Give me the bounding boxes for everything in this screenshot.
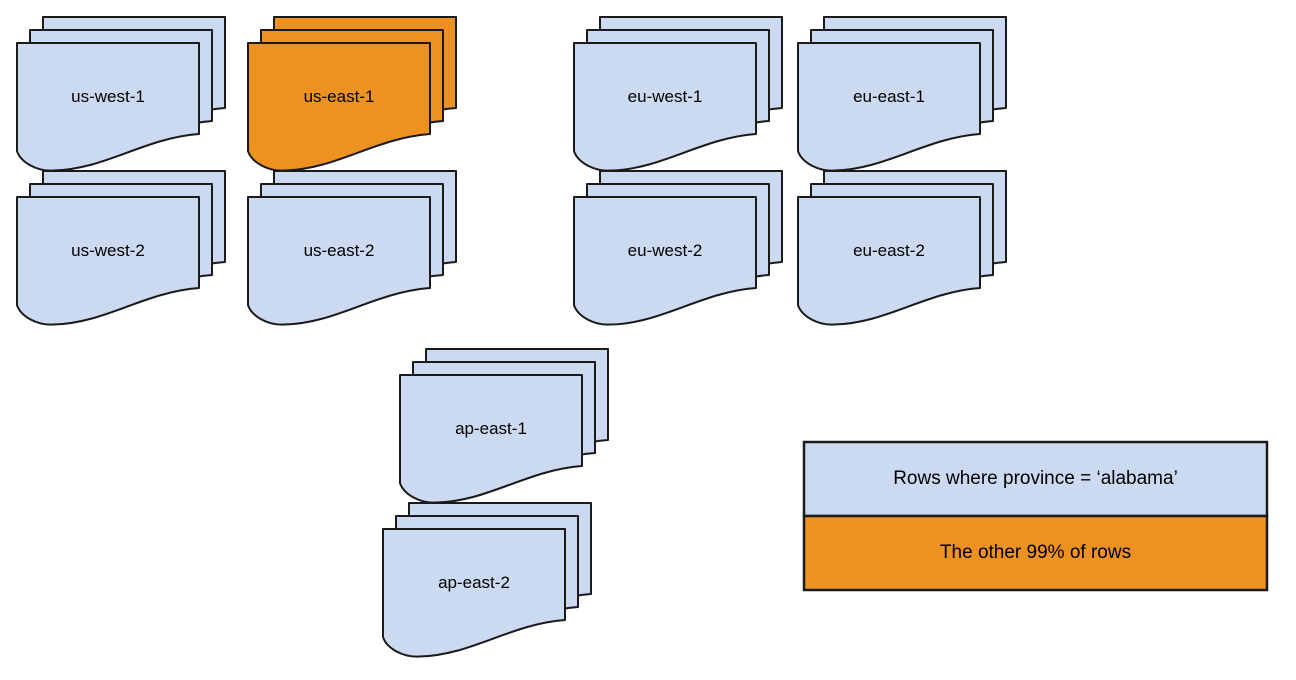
legend-row-other: The other 99% of rows bbox=[802, 514, 1269, 592]
stack-label-eu-west-2: eu-west-2 bbox=[628, 241, 703, 260]
document-stack-eu-west-2[interactable]: eu-west-2 bbox=[573, 170, 783, 326]
stack-label-us-west-2: us-west-2 bbox=[71, 241, 145, 260]
document-stack-us-east-2[interactable]: us-east-2 bbox=[247, 170, 457, 326]
stack-sheet-front bbox=[16, 42, 200, 172]
document-stack-us-west-2[interactable]: us-west-2 bbox=[16, 170, 226, 326]
stack-label-eu-east-1: eu-east-1 bbox=[853, 87, 925, 106]
legend-row-alabama: Rows where province = ‘alabama’ bbox=[802, 440, 1269, 518]
stack-label-ap-east-2: ap-east-2 bbox=[438, 573, 510, 592]
document-stack-us-east-1[interactable]: us-east-1 bbox=[247, 16, 457, 172]
document-stacks-group: us-west-1 us-east-1 eu-west-1 eu-east-1 us-w… bbox=[16, 16, 1007, 658]
legend-swatch bbox=[802, 440, 1269, 518]
document-stack-eu-east-2[interactable]: eu-east-2 bbox=[797, 170, 1007, 326]
stack-label-ap-east-1: ap-east-1 bbox=[455, 419, 527, 438]
stack-sheet-front bbox=[573, 196, 757, 326]
document-stack-eu-west-1[interactable]: eu-west-1 bbox=[573, 16, 783, 172]
stack-label-us-east-1: us-east-1 bbox=[304, 87, 375, 106]
stack-sheet-front bbox=[797, 196, 981, 326]
legend-group: Rows where province = ‘alabama’ The other… bbox=[802, 440, 1269, 592]
legend-label: Rows where province = ‘alabama’ bbox=[893, 468, 1178, 489]
document-stack-ap-east-2[interactable]: ap-east-2 bbox=[382, 502, 592, 658]
stack-sheet-front bbox=[399, 374, 583, 504]
document-stack-ap-east-1[interactable]: ap-east-1 bbox=[399, 348, 609, 504]
document-stack-eu-east-1[interactable]: eu-east-1 bbox=[797, 16, 1007, 172]
document-stack-us-west-1[interactable]: us-west-1 bbox=[16, 16, 226, 172]
legend-swatch bbox=[802, 514, 1269, 592]
legend-label: The other 99% of rows bbox=[940, 542, 1131, 563]
stack-sheet-front bbox=[797, 42, 981, 172]
stack-sheet-front bbox=[247, 42, 431, 172]
stack-label-eu-west-1: eu-west-1 bbox=[628, 87, 703, 106]
stack-sheet-front bbox=[16, 196, 200, 326]
stack-sheet-front bbox=[382, 528, 566, 658]
stack-label-eu-east-2: eu-east-2 bbox=[853, 241, 925, 260]
stack-sheet-front bbox=[247, 196, 431, 326]
stack-label-us-west-1: us-west-1 bbox=[71, 87, 145, 106]
stack-label-us-east-2: us-east-2 bbox=[304, 241, 375, 260]
stack-sheet-front bbox=[573, 42, 757, 172]
